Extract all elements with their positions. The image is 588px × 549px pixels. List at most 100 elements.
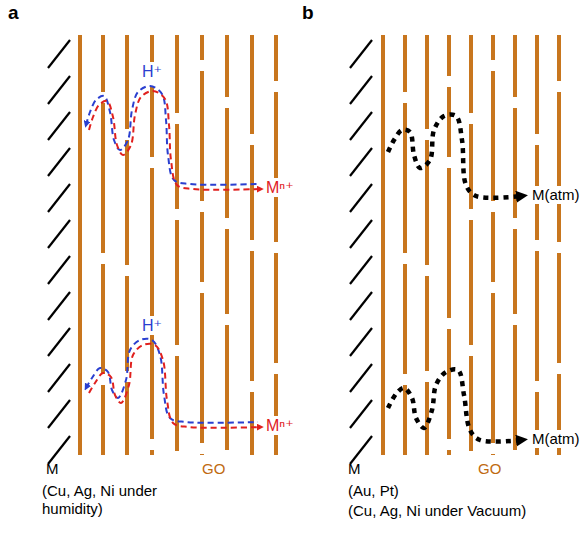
- go-sheet: [250, 251, 254, 381]
- metal-hatch: [48, 328, 70, 356]
- go-sheet: [150, 87, 154, 157]
- go-sheet: [150, 329, 154, 439]
- metal-hatch: [350, 40, 372, 68]
- go-sheet: [491, 293, 495, 443]
- metal-hatch: [350, 400, 372, 428]
- atom-label: M(atm): [530, 186, 582, 204]
- go-sheet: [469, 35, 473, 113]
- ion-label: Mⁿ⁺: [264, 178, 296, 197]
- go-sheet: [469, 356, 473, 451]
- go-sheet: [250, 392, 254, 455]
- go-sheet: [447, 87, 451, 157]
- go-sheet: [225, 229, 229, 314]
- panel-letter: b: [302, 2, 314, 25]
- go-sheet: [125, 276, 129, 371]
- go-sheet: [200, 293, 204, 443]
- metal-label: M: [46, 460, 59, 478]
- go-sheet: [447, 35, 451, 76]
- metal-hatch: [350, 364, 372, 392]
- metal-hatch: [350, 328, 372, 356]
- go-sheet: [491, 212, 495, 282]
- go-sheet: [403, 264, 407, 374]
- go-sheet: [447, 450, 451, 455]
- metal-hatch: [350, 76, 372, 104]
- go-sheet: [274, 35, 278, 81]
- go-sheet: [513, 325, 517, 450]
- go-sheet: [425, 276, 429, 371]
- go-sheet: [250, 35, 254, 134]
- go-sheet: [200, 212, 204, 282]
- go-sheet: [447, 329, 451, 439]
- proton-path: [86, 86, 258, 185]
- go-sheet: [469, 220, 473, 345]
- metal-hatch: [48, 40, 70, 68]
- panel-letter: a: [8, 2, 19, 25]
- go-sheet: [175, 220, 179, 345]
- metal-hatch: [350, 112, 372, 140]
- condition-note: (Cu, Ag, Ni under humidity): [42, 482, 167, 518]
- go-sheet: [200, 454, 204, 455]
- atom-label: M(atm): [530, 430, 582, 448]
- ion-label: H⁺: [140, 62, 164, 81]
- go-sheet: [425, 35, 429, 129]
- go-sheet: [225, 108, 229, 218]
- go-sheet: [557, 35, 561, 81]
- metal-ion-path: [89, 91, 261, 190]
- transport-paths: [86, 86, 522, 442]
- ion-label: H⁺: [140, 316, 164, 335]
- go-sheet: [225, 35, 229, 97]
- go-sheet: [101, 103, 105, 253]
- go-sheet: [557, 92, 561, 242]
- go-sheet: [274, 92, 278, 242]
- go-sheet: [101, 264, 105, 374]
- go-sheet: [200, 71, 204, 201]
- go-sheet: [101, 385, 105, 455]
- metal-hatch: [350, 256, 372, 284]
- metal-hatch: [350, 148, 372, 176]
- go-sheet: [150, 450, 154, 455]
- go-sheet: [447, 168, 451, 318]
- go-sheet: [513, 108, 517, 218]
- metal-hatch: [48, 148, 70, 176]
- metal-hatch: [48, 364, 70, 392]
- go-sheet: [175, 124, 179, 209]
- metal-atom-path: [388, 114, 522, 197]
- metal-label: M: [348, 460, 361, 478]
- metal-hatch: [350, 184, 372, 212]
- go-sheet: [250, 145, 254, 240]
- go-sheet: [101, 35, 105, 92]
- metal-hatch: [48, 76, 70, 104]
- go-sheet: [274, 374, 278, 455]
- go-sheet: [513, 229, 517, 314]
- metal-hatch: [350, 220, 372, 248]
- metal-hatch: [350, 292, 372, 320]
- go-sheet: [381, 35, 385, 455]
- metal-ion-path: [89, 344, 261, 428]
- go-sheet: [425, 140, 429, 265]
- condition-note: (Au, Pt): [348, 482, 399, 500]
- go-sheet: [491, 454, 495, 455]
- go-sheet: [513, 35, 517, 97]
- metal-hatch: [48, 436, 70, 464]
- go-label: GO: [478, 460, 501, 478]
- go-sheet: [491, 35, 495, 60]
- metal-hatch: [48, 220, 70, 248]
- go-sheet: [125, 140, 129, 265]
- go-layers: [80, 35, 559, 455]
- go-sheet: [557, 253, 561, 363]
- metal-hatch: [48, 112, 70, 140]
- go-sheet: [225, 325, 229, 450]
- metal-hatch: [48, 400, 70, 428]
- go-sheet: [403, 35, 407, 92]
- go-label: GO: [202, 460, 225, 478]
- metal-electrode: [48, 40, 372, 464]
- metal-atom-path: [388, 369, 522, 441]
- go-sheet: [175, 356, 179, 451]
- ion-label: Mⁿ⁺: [264, 416, 296, 435]
- proton-path: [86, 339, 258, 423]
- go-sheet: [175, 35, 179, 113]
- condition-note: (Cu, Ag, Ni under Vacuum): [348, 502, 526, 520]
- go-sheet: [125, 35, 129, 129]
- go-sheet: [200, 35, 204, 60]
- go-sheet: [403, 385, 407, 455]
